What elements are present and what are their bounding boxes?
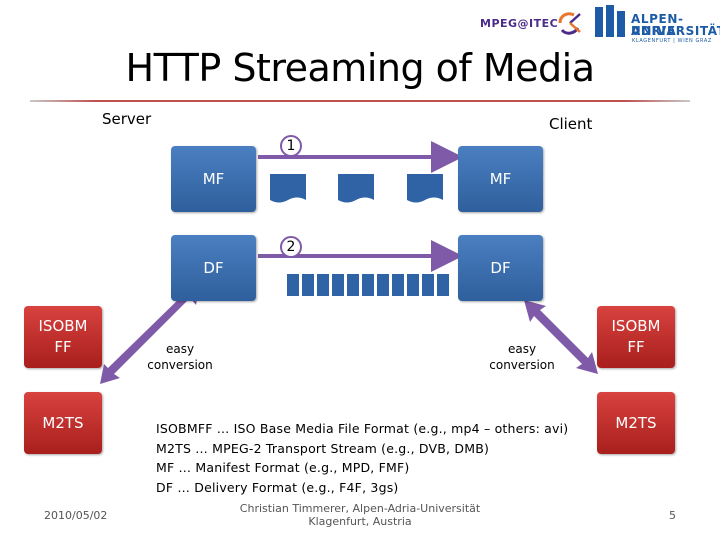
step2-badge: 2 <box>280 236 302 258</box>
right-easy-conversion-label: easy conversion <box>489 342 555 372</box>
df-seg <box>302 274 314 296</box>
df-seg <box>377 274 389 296</box>
df-seg <box>317 274 329 296</box>
title-divider <box>30 100 690 102</box>
legend-df: DF … Delivery Format (e.g., F4F, 3gs) <box>156 479 399 495</box>
client-df-box: DF <box>458 235 543 301</box>
left-conversion-arrow <box>100 283 200 384</box>
server-label: Server <box>102 110 152 128</box>
aau-logo-line2: UNIVERSITÄT <box>631 24 720 38</box>
legend-m2ts: M2TS … MPEG-2 Transport Stream (e.g., DV… <box>156 440 490 456</box>
df-seg <box>392 274 404 296</box>
left-easy-conversion-label: easy conversion <box>147 342 213 372</box>
legend-mf: MF … Manifest Format (e.g., MPD, FMF) <box>156 460 410 475</box>
df-seg <box>437 274 449 296</box>
aau-logo-line1: ALPEN-ADRIA <box>631 12 684 38</box>
server-mf-box: MF <box>171 146 256 212</box>
df-seg <box>407 274 419 296</box>
client-label: Client <box>549 115 593 133</box>
df-seg <box>347 274 359 296</box>
footer-author-line2: Klagenfurt, Austria <box>308 515 412 528</box>
right-m2ts-box: M2TS <box>597 392 675 454</box>
manifest-doc-1 <box>270 174 306 203</box>
right-conversion-arrow <box>524 300 598 374</box>
right-isobmff-box: ISOBM FF <box>597 306 675 368</box>
df-seg <box>422 274 434 296</box>
left-m2ts-box: M2TS <box>24 392 102 454</box>
server-df-box: DF <box>171 235 256 301</box>
page-title: HTTP Streaming of Media <box>125 46 596 90</box>
manifest-doc-3 <box>407 174 443 203</box>
footer-author: Christian Timmerer, Alpen-Adria-Universi… <box>230 502 490 528</box>
aau-logo-line3: KLAGENFURT | WIEN GRAZ <box>632 38 712 44</box>
mpeg-itec-swirl-icon <box>558 12 581 35</box>
right-isobmff-label: ISOBM FF <box>611 317 661 356</box>
left-isobmff-label: ISOBM FF <box>38 317 88 356</box>
df-seg <box>332 274 344 296</box>
df-seg <box>287 274 299 296</box>
manifest-segments <box>270 174 443 203</box>
step1-badge: 1 <box>280 135 302 157</box>
manifest-doc-2 <box>338 174 374 203</box>
aau-logo: ALPEN-ADRIA UNIVERSITÄT KLAGENFURT | WIE… <box>595 5 720 45</box>
legend-isobmff: ISOBMFF … ISO Base Media File Format (e.… <box>156 421 569 436</box>
footer-date: 2010/05/02 <box>44 509 108 522</box>
df-seg <box>362 274 374 296</box>
mpeg-itec-logo: MPEG@ITEC <box>478 8 588 38</box>
client-mf-box: MF <box>458 146 543 212</box>
aau-logo-bars-icon <box>595 5 625 37</box>
footer-author-line1: Christian Timmerer, Alpen-Adria-Universi… <box>239 502 481 515</box>
delivery-segments <box>287 274 449 296</box>
mpeg-itec-logo-text: MPEG@ITEC <box>480 17 559 30</box>
abbreviation-legend: ISOBMFF … ISO Base Media File Format (e.… <box>156 419 568 497</box>
page-number: 5 <box>669 509 676 522</box>
left-isobmff-box: ISOBM FF <box>24 306 102 368</box>
